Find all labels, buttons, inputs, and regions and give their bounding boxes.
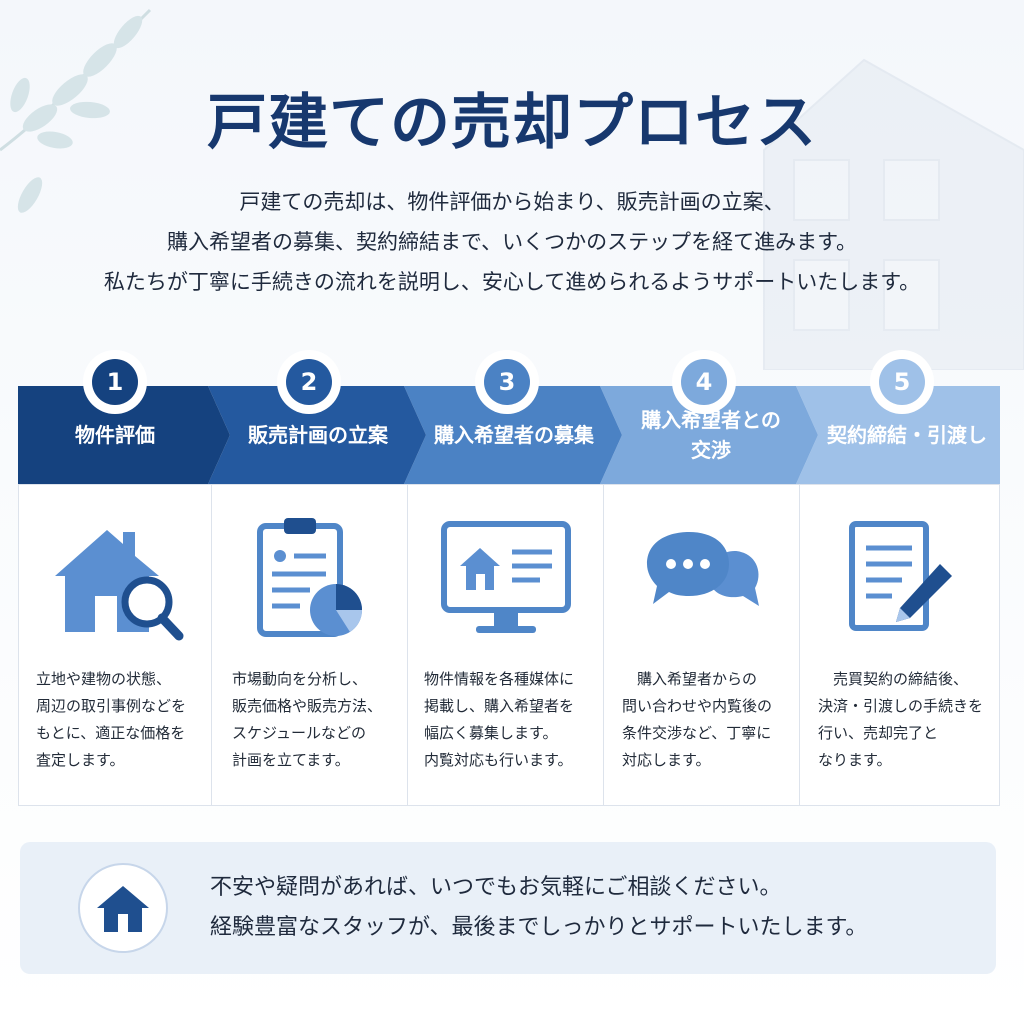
- step-number-circle: 2: [281, 354, 337, 410]
- step-number-circle: 3: [479, 354, 535, 410]
- step-description: 売買契約の締結後、 決済・引渡しの手続きを 行い、売却完了と なります。: [818, 666, 983, 774]
- step-description: 市場動向を分析し、 販売価格や販売方法、 スケジュールなどの 計画を立てます。: [232, 666, 382, 774]
- step-divider: [407, 484, 408, 806]
- monitor-listing-icon: [408, 514, 604, 644]
- consultation-line: 経験豊富なスタッフが、最後までしっかりとサポートいたします。: [210, 915, 868, 940]
- step-divider: [603, 484, 604, 806]
- intro-line: 購入希望者の募集、契約締結まで、いくつかのステップを経て進みます。: [166, 230, 858, 254]
- step-description-line: 問い合わせや内覧後の: [622, 697, 773, 715]
- consultation-banner: 不安や疑問があれば、いつでもお気軽にご相談ください。 経験豊富なスタッフが、最後…: [20, 842, 996, 974]
- step-number: 1: [92, 359, 138, 405]
- step-label-line: 購入希望者との: [641, 408, 781, 432]
- step-description-line: 周辺の取引事例などを: [36, 697, 187, 715]
- intro-line: 私たちが丁寧に手続きの流れを説明し、安心して進められるようサポートいたします。: [103, 270, 921, 294]
- process-steps: 1 2 3 4 5 物件評価 販売計画の立案 購入希望者の募集 購入希望者との …: [18, 350, 1000, 810]
- step-divider: [799, 484, 800, 806]
- step-description: 購入希望者からの 問い合わせや内覧後の 条件交渉など、丁寧に 対応します。: [622, 666, 772, 774]
- step-description-line: 行い、売却完了と: [818, 724, 939, 742]
- step-arrow-2: [208, 386, 426, 484]
- step-description-line: なります。: [818, 751, 892, 769]
- step-number: 4: [681, 359, 727, 405]
- clipboard-chart-icon: [212, 514, 408, 644]
- step-label: 購入希望者の募集: [434, 423, 594, 447]
- intro-line: 戸建ての売却は、物件評価から始まり、販売計画の立案、: [239, 190, 785, 214]
- step-label-line: 交渉: [691, 438, 731, 462]
- step-description-line: 掲載し、購入希望者を: [424, 697, 575, 715]
- step-number-circle: 4: [676, 354, 732, 410]
- step-label: 契約締結・引渡し: [827, 423, 987, 447]
- step-description-line: 物件情報を各種媒体に: [424, 670, 575, 688]
- step-description-line: もとに、適正な価格を: [36, 724, 186, 742]
- step-description-line: 売買契約の締結後、: [818, 670, 969, 688]
- step-label: 購入希望者との 交渉: [616, 386, 806, 484]
- step-number: 5: [879, 359, 925, 405]
- step-description-line: 立地や建物の状態、: [36, 670, 172, 688]
- step-number: 2: [286, 359, 332, 405]
- leaf-decoration-icon: [0, 8, 152, 213]
- chat-bubbles-icon: [604, 514, 800, 644]
- step-divider: [211, 484, 212, 806]
- step-description-line: 条件交渉など、丁寧に: [622, 724, 772, 742]
- step-arrow-4: [600, 386, 818, 484]
- step-description-line: 購入希望者からの: [622, 670, 758, 688]
- step-arrow-5: [796, 386, 1000, 484]
- step-label: 販売計画の立案: [248, 423, 388, 447]
- step-number-circle: 1: [87, 354, 143, 410]
- step-description: 立地や建物の状態、 周辺の取引事例などを もとに、適正な価格を 査定します。: [36, 666, 186, 774]
- step-description: 物件情報を各種媒体に 掲載し、購入希望者を 幅広く募集します。 内覧対応も行いま…: [424, 666, 574, 774]
- step-arrow-1: [18, 386, 230, 484]
- step-description-line: 計画を立てます。: [232, 751, 350, 769]
- step-arrow-3: [404, 386, 622, 484]
- step-description-line: 決済・引渡しの手続きを: [818, 697, 984, 715]
- house-icon: [78, 863, 168, 953]
- page-title: 戸建ての売却プロセス: [207, 88, 817, 158]
- step-description-line: 査定します。: [36, 751, 125, 769]
- step-description-line: 内覧対応も行います。: [424, 751, 573, 769]
- house-search-icon: [18, 514, 212, 644]
- document-pen-icon: [800, 514, 1000, 644]
- step-number-circle: 5: [874, 354, 930, 410]
- step-label: 物件評価: [75, 423, 155, 447]
- intro-text: 戸建ての売却は、物件評価から始まり、販売計画の立案、 購入希望者の募集、契約締結…: [40, 182, 984, 302]
- step-description-line: 対応します。: [622, 751, 711, 769]
- step-arrows: [18, 386, 1000, 484]
- step-number: 3: [484, 359, 530, 405]
- consultation-message: 不安や疑問があれば、いつでもお気軽にご相談ください。 経験豊富なスタッフが、最後…: [210, 868, 867, 948]
- step-description-line: 販売価格や販売方法、: [232, 697, 383, 715]
- step-description-line: 市場動向を分析し、: [232, 670, 368, 688]
- consultation-line: 不安や疑問があれば、いつでもお気軽にご相談ください。: [210, 875, 782, 900]
- step-description-line: スケジュールなどの: [232, 724, 366, 742]
- background-house-icon: [763, 58, 1024, 370]
- step-description-line: 幅広く募集します。: [424, 724, 558, 742]
